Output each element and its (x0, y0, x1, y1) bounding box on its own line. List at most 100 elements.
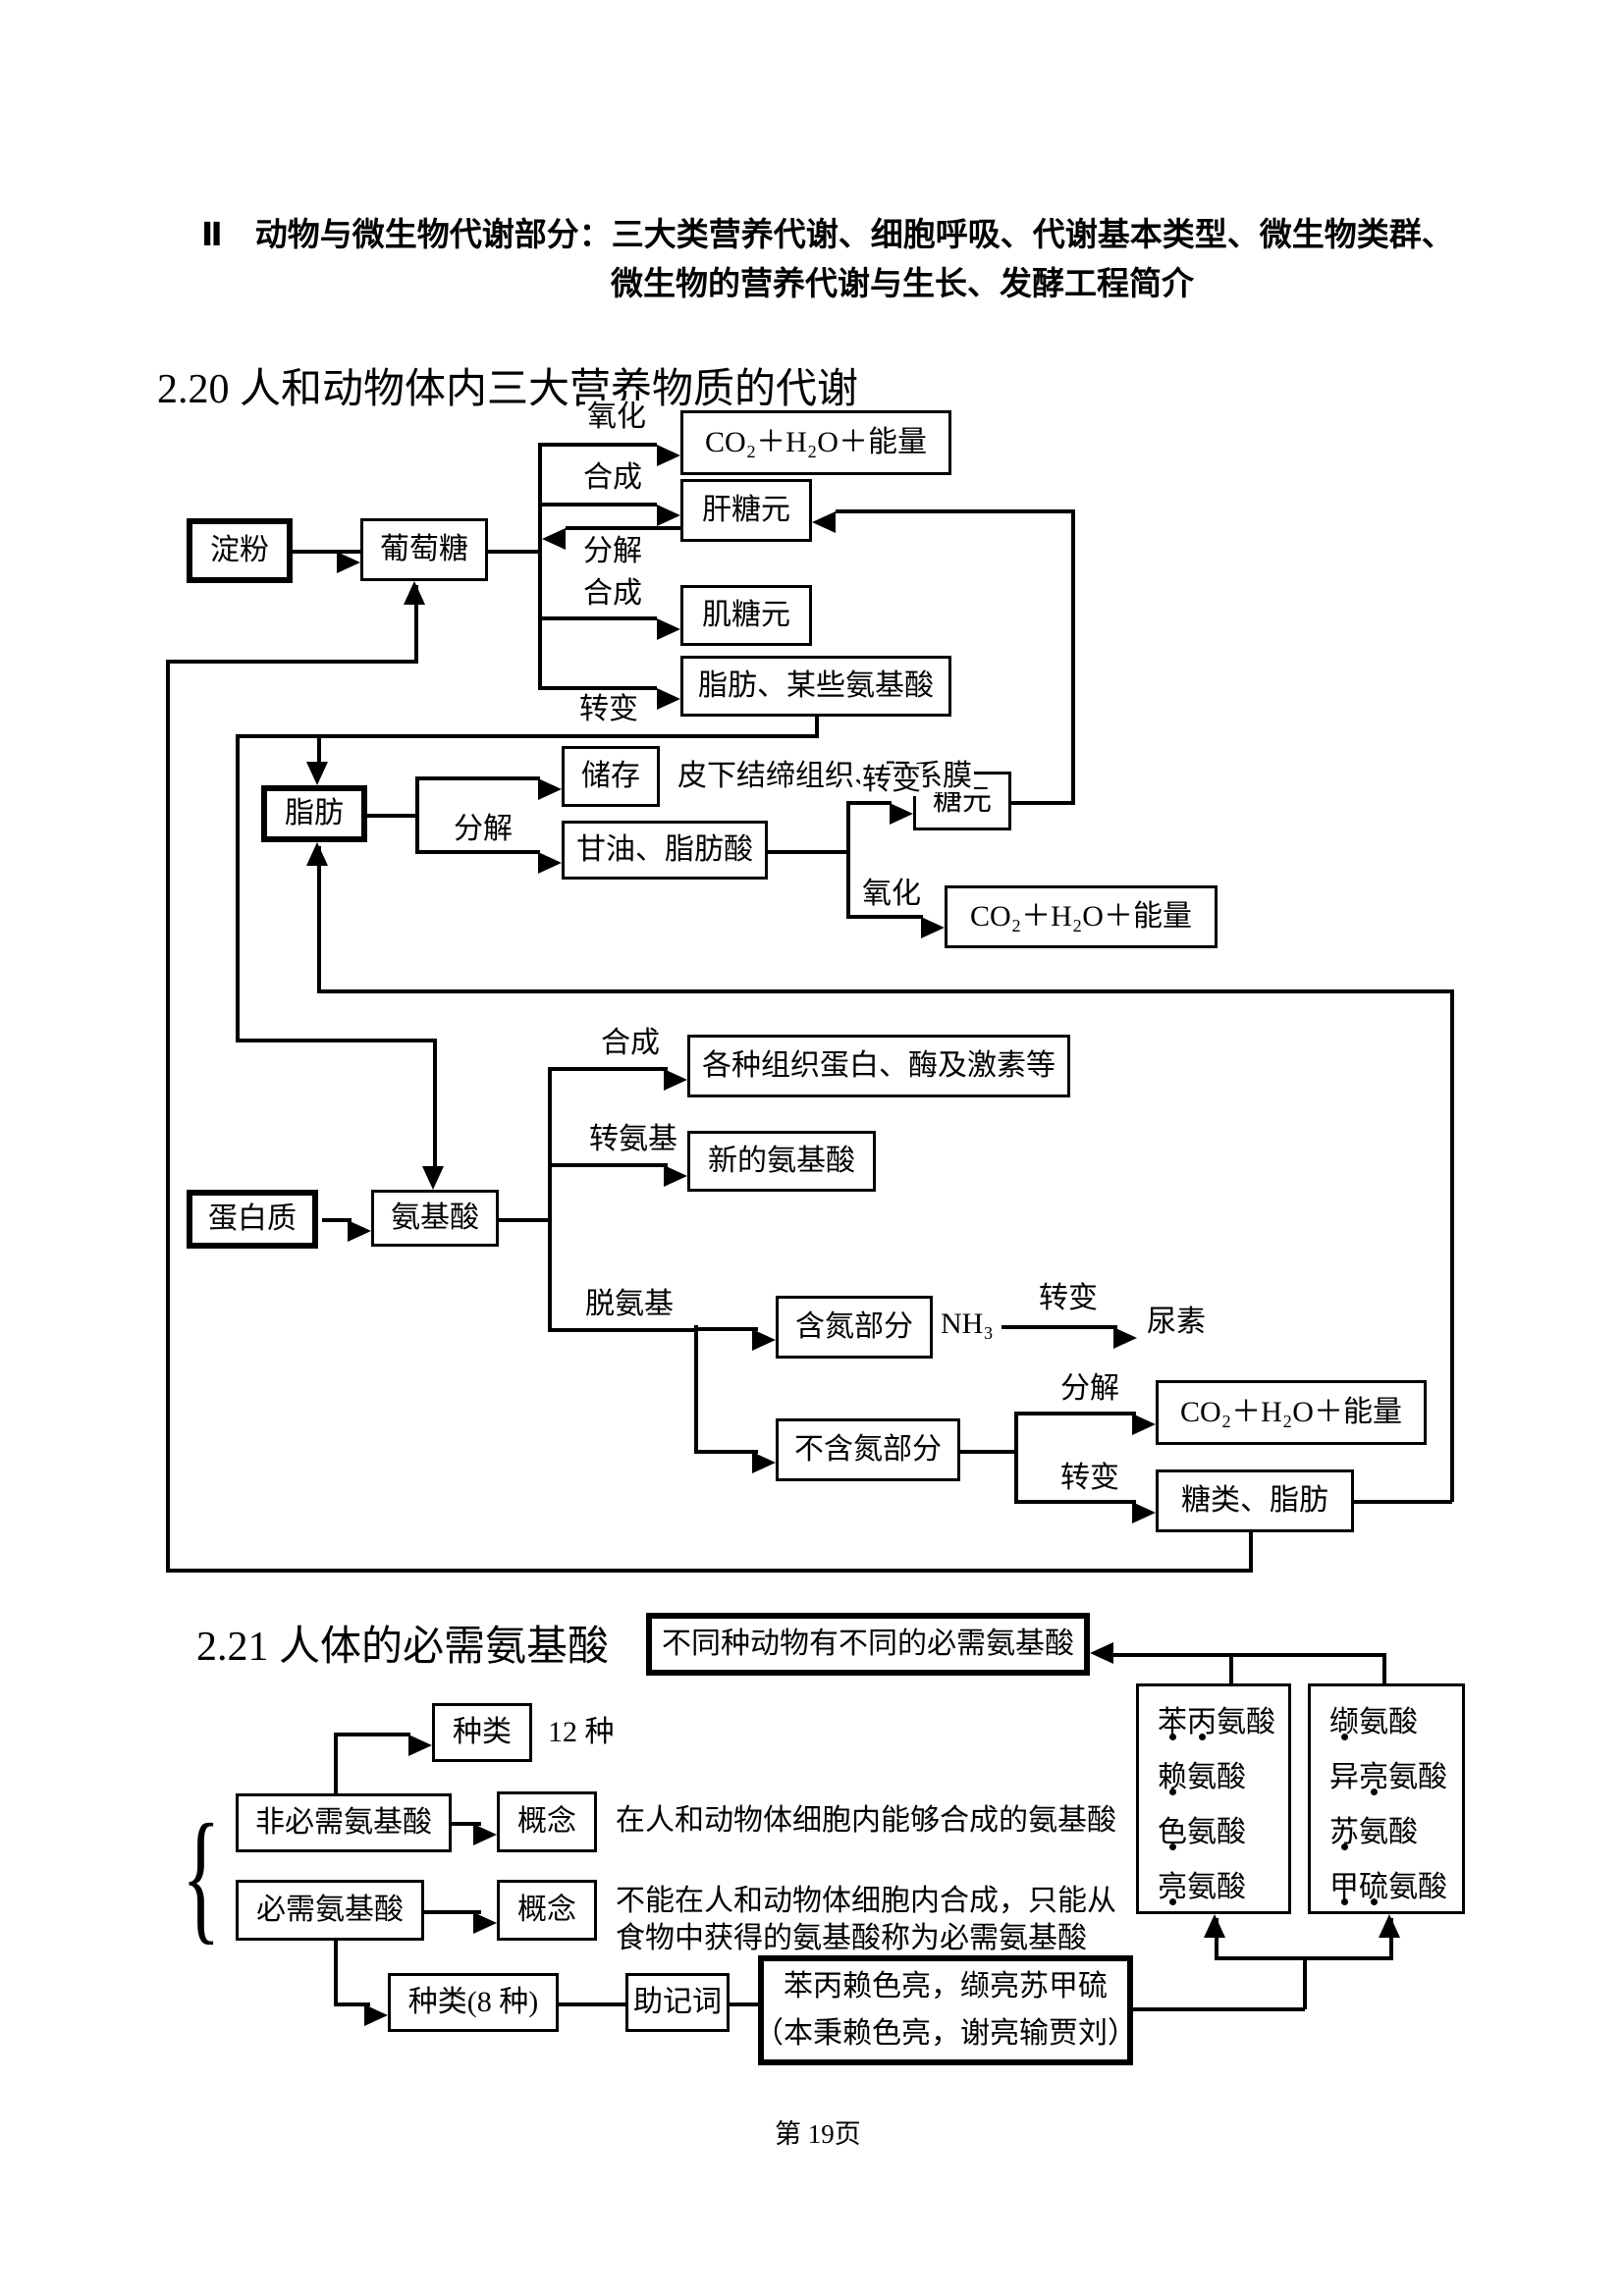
connector-line (334, 1733, 338, 1795)
connector-line (415, 776, 419, 852)
arrowhead (657, 445, 680, 466)
connector-line (1303, 1956, 1307, 2009)
connector-line (236, 734, 240, 1042)
connector-line (1014, 1500, 1136, 1504)
connector-line (566, 526, 680, 530)
emphasis-dot (1169, 1843, 1176, 1850)
lab-gainian-text-2b: 食物中获得的氨基酸称为必需氨基酸 (614, 1922, 1089, 1954)
connector-line (1014, 1412, 1018, 1502)
connector-line (499, 1218, 550, 1222)
lab-fenjie-3: 分解 (1058, 1372, 1121, 1405)
node-zhifang-mouxie-anjisuan: 脂肪、某些氨基酸 (680, 656, 951, 717)
emphasis-dot (1169, 1789, 1176, 1795)
connector-line (236, 1039, 435, 1042)
node-buhandan-bufen: 不含氮部分 (776, 1418, 960, 1481)
arrowhead (348, 1220, 371, 1242)
node-label: CO₂＋H₂O＋能量 (1180, 1395, 1402, 1428)
emphasis-dot (1169, 1734, 1176, 1740)
node-dianfen: 淀粉 (187, 518, 293, 583)
connector-line (317, 989, 1452, 993)
node-label: 不含氮部分 (794, 1432, 942, 1466)
connector-line (1215, 1918, 1218, 1960)
node-label: 各种组织蛋白、酶及激素等 (702, 1048, 1056, 1082)
node-co2-energy-1: CO₂＋H₂O＋能量 (680, 410, 951, 475)
node-label: CO₂＋H₂O＋能量 (705, 425, 927, 458)
node-label: 概念 (517, 1893, 576, 1926)
amino-item: 苏氨酸 (1329, 1816, 1418, 1848)
emphasis-dot (1371, 1789, 1378, 1795)
amino-item: 缬氨酸 (1329, 1706, 1418, 1738)
lab-12-zhong: 12 种 (546, 1716, 617, 1748)
connector-line (538, 686, 657, 690)
arrowhead (1090, 1642, 1113, 1664)
connector-line (846, 801, 892, 805)
arrowhead (473, 1824, 497, 1845)
curly-brace: { (182, 1794, 221, 1957)
lab-gainian-text-2a: 不能在人和动物体细胞内合成，只能从 (614, 1885, 1118, 1917)
node-label: 糖类、脂肪 (1181, 1483, 1328, 1517)
node-label: 种类(8 种) (407, 1985, 539, 2018)
connector-line (488, 550, 542, 554)
header-line-1: Ⅱ 动物与微生物代谢部分：三大类营养代谢、细胞呼吸、代谢基本类型、微生物类群、 (201, 216, 1454, 252)
arrowhead (752, 1329, 776, 1351)
node-danbaizhi: 蛋白质 (187, 1190, 318, 1249)
connector-line (166, 660, 416, 664)
connector-line (334, 1941, 338, 2004)
arrowhead (921, 917, 945, 938)
connector-line (538, 503, 657, 507)
node-co2-energy-2: CO₂＋H₂O＋能量 (945, 885, 1218, 948)
node-label: 肌糖元 (702, 598, 790, 631)
connector-line (559, 2002, 625, 2006)
connector-line (1071, 509, 1075, 805)
node-gainian-2: 概念 (497, 1880, 597, 1941)
connector-line (415, 850, 540, 854)
node-essential-amino-list-left (1136, 1683, 1291, 1914)
node-label: 淀粉 (210, 533, 269, 566)
connector-line (433, 1039, 437, 1168)
node-label: 氨基酸 (391, 1201, 479, 1234)
mnemonic-line1: 苯丙赖色亮，缬亮苏甲硫 (784, 1970, 1108, 2002)
connector-line (846, 801, 850, 917)
node-label: 新的氨基酸 (708, 1144, 855, 1177)
amino-item: 色氨酸 (1158, 1816, 1246, 1848)
connector-line (1354, 1500, 1452, 1504)
connector-line (538, 443, 657, 447)
node-zhifang: 脂肪 (261, 785, 367, 842)
node-fei-bixu-anjisuan: 非必需氨基酸 (236, 1793, 452, 1852)
node-label: 脂肪、某些氨基酸 (698, 668, 934, 702)
connector-line (768, 850, 848, 854)
node-gainian-1: 概念 (497, 1791, 597, 1852)
connector-line (548, 1163, 668, 1167)
connector-line (846, 915, 923, 919)
connector-line (694, 1450, 758, 1454)
connector-line (415, 776, 540, 780)
node-essential-amino-list-right (1308, 1683, 1465, 1914)
node-label: 含氮部分 (795, 1309, 913, 1343)
arrowhead (364, 2004, 388, 2026)
connector-line (548, 1067, 668, 1071)
arrowhead (542, 528, 566, 550)
arrowhead (1132, 1502, 1156, 1523)
emphasis-dot (1371, 1898, 1378, 1905)
connector-line (538, 616, 657, 620)
arrowhead (890, 803, 913, 825)
connector-line (1389, 1918, 1393, 1960)
arrowhead (337, 552, 360, 573)
lab-zhuanbian-3: 转变 (1037, 1282, 1100, 1314)
connector-line (1113, 1653, 1384, 1657)
emphasis-dot (1341, 1843, 1348, 1850)
arrowhead (422, 1166, 444, 1190)
node-label: 蛋白质 (208, 1201, 297, 1235)
lab-hecheng-1: 合成 (581, 461, 644, 494)
lab-pixia: 皮下结缔组织、肠系膜 (676, 760, 974, 792)
connector-line (815, 717, 819, 738)
connector-line (334, 2002, 370, 2006)
lab-fenjie-1: 分解 (581, 535, 644, 567)
connector-line (1011, 801, 1073, 805)
arrowhead (664, 1069, 687, 1091)
node-xinde-anjisuan: 新的氨基酸 (687, 1131, 876, 1192)
lab-nh3: NH₃ (939, 1308, 996, 1340)
arrowhead (657, 688, 680, 710)
lab-gainian-text-1: 在人和动物体细胞内能够合成的氨基酸 (614, 1804, 1118, 1837)
